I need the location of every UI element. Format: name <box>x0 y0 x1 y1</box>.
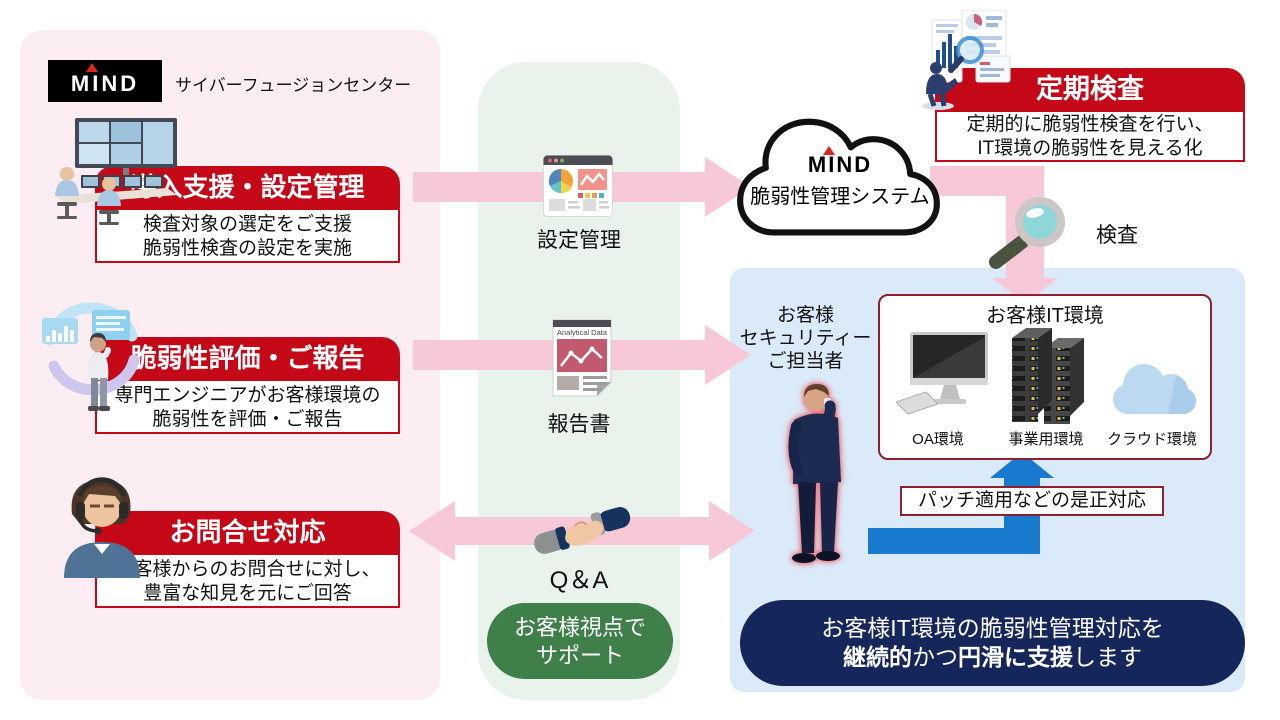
service-desc-setup-line1: 検査対象の選定をご支援 <box>142 214 352 235</box>
cloud-env-label: クラウド環境 <box>1106 431 1197 448</box>
customer-it-env-title: お客様IT環境 <box>986 305 1104 327</box>
customer-it-env-box: お客様IT環境 <box>878 294 1212 460</box>
analyst-icon <box>42 302 140 411</box>
business-env-label: 事業用環境 <box>1008 431 1084 448</box>
customer-role-text: お客様 セキュリティー ご担当者 <box>733 304 878 373</box>
periodic-check-title: 定期検査 <box>935 68 1245 110</box>
cloud-icon <box>737 118 940 236</box>
center-name: サイバーフュージョンセンター <box>175 76 412 95</box>
dashboard-browser-icon <box>543 155 613 217</box>
customer-role-line3: ご担当者 <box>767 351 844 372</box>
periodic-check-desc-line2: IT環境の脆弱性を見える化 <box>977 138 1203 159</box>
support-badge-line2: サポート <box>535 643 624 668</box>
service-desc-inquiry-line2: 豊富な知見を元にご回答 <box>143 583 352 604</box>
customer-role-line2: セキュリティー <box>739 328 872 349</box>
service-desc-assessment-line1: 専門エンジニアがお客様環境の <box>114 385 381 406</box>
mind-logo-triangle-icon <box>86 63 98 72</box>
report-document-icon: Analytical Data <box>552 319 612 397</box>
inspection-label: 検査 <box>1096 224 1138 247</box>
businessman-on-phone <box>788 384 841 563</box>
service-desc-assessment-line2: 脆弱性を評価・ご報告 <box>152 409 343 430</box>
service-desc-setup-line2: 脆弱性検査の設定を実施 <box>142 238 352 259</box>
summary-line2: 継続的かつ円滑に支援します <box>740 643 1245 672</box>
qa-label: Q＆A <box>549 567 609 594</box>
handshake-icon <box>534 507 631 554</box>
chart-inspection-icon <box>922 10 1011 110</box>
periodic-check-desc: 定期的に脆弱性検査を行い、 IT環境の脆弱性を見える化 <box>935 110 1245 162</box>
summary-line2-bold2: 円滑に支援 <box>958 644 1073 670</box>
vulnerability-system-label: 脆弱性管理システム <box>750 186 930 208</box>
oa-env-label: OA環境 <box>912 431 964 448</box>
server-rack-icon <box>1012 328 1084 424</box>
config-management-label: 設定管理 <box>537 229 621 252</box>
magnifier-icon <box>989 197 1065 269</box>
support-badge-line1: お客様視点で <box>513 615 646 640</box>
service-desc-inquiry-line1: お客様からのお問合せに対し、 <box>114 559 381 580</box>
mind-logo: MIND <box>48 60 162 102</box>
summary-banner: お客様IT環境の脆弱性管理対応を 継続的かつ円滑に支援します <box>740 600 1245 686</box>
cloud-env-icon <box>1113 363 1197 414</box>
mind-logo-text: MIND <box>70 71 140 96</box>
arrow-report-head-icon <box>705 325 751 385</box>
summary-line1: お客様IT環境の脆弱性管理対応を <box>821 615 1164 641</box>
report-doc-title: Analytical Data <box>557 328 608 337</box>
arrow-qa-left-head-icon <box>409 501 455 561</box>
service-desc-inquiry: お客様からのお問合せに対し、 豊富な知見を元にご回答 <box>95 553 400 608</box>
support-badge: お客様視点で サポート <box>487 603 673 679</box>
service-desc-setup: 検査対象の選定をご支援 脆弱性検査の設定を実施 <box>95 208 400 263</box>
summary-line2-bold1: 継続的 <box>843 644 912 670</box>
service-title-assessment: 脆弱性評価・ご報告 <box>95 337 400 379</box>
monitoring-room-icon <box>55 118 177 225</box>
call-center-icon <box>64 477 140 578</box>
arrow-qa-right-head-icon <box>709 501 755 561</box>
customer-role-line1: お客様 <box>776 305 834 326</box>
summary-line2-norm1: かつ <box>912 644 958 670</box>
cloud-mind-logo-text: MIND <box>807 152 873 177</box>
cloud-mind-logo-triangle-icon <box>823 146 835 155</box>
service-title-inquiry: お問合せ対応 <box>95 511 400 553</box>
report-label: 報告書 <box>547 413 611 436</box>
periodic-check-desc-line1: 定期的に脆弱性検査を行い、 <box>966 114 1214 135</box>
patch-response-label: パッチ適用などの是正対応 <box>900 486 1164 516</box>
desktop-computer-icon <box>896 332 988 415</box>
summary-line2-norm2: します <box>1073 644 1142 670</box>
service-desc-assessment: 専門エンジニアがお客様環境の 脆弱性を評価・ご報告 <box>95 379 400 434</box>
